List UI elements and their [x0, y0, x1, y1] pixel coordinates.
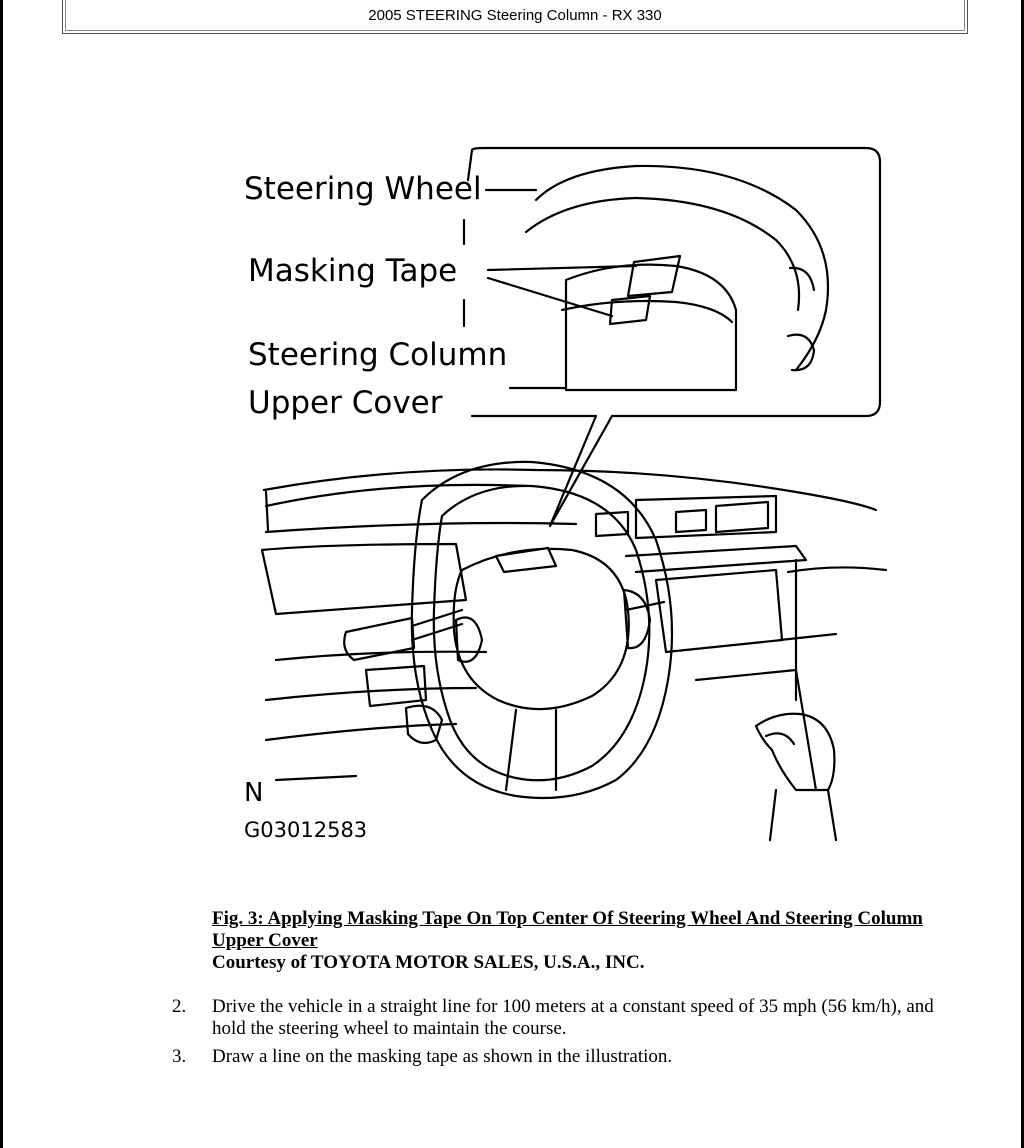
list-item: 2. Drive the vehicle in a straight line …: [172, 996, 962, 1040]
steering-wheel-hub: [452, 547, 630, 711]
caption-title: Fig. 3: Applying Masking Tape On Top Cen…: [212, 908, 923, 951]
procedure-steps: 2. Drive the vehicle in a straight line …: [172, 996, 962, 1074]
zoom-tape-wheel: [626, 254, 682, 298]
step-number: 2.: [172, 996, 187, 1017]
label-steering-wheel: Steering Wheel: [244, 171, 482, 207]
steering-illustration: Steering Wheel Masking Tape Steering Col…: [236, 140, 896, 860]
zoom-column-cover: [564, 263, 738, 392]
list-item: 3. Draw a line on the masking tape as sh…: [172, 1046, 962, 1068]
hand-icon: [754, 712, 836, 792]
zoom-wheel-rim: [534, 164, 830, 372]
figure-code: G03012583: [244, 818, 368, 842]
step-number: 3.: [172, 1046, 187, 1067]
label-steering-column: Steering Column: [248, 337, 508, 373]
page-header: 2005 STEERING Steering Column - RX 330: [62, 0, 968, 34]
label-masking-tape: Masking Tape: [248, 253, 458, 289]
leader-masking-tape-2: [486, 276, 614, 318]
leader-masking-tape-1: [486, 264, 638, 272]
page-header-title: 2005 STEERING Steering Column - RX 330: [65, 0, 965, 31]
caption-courtesy: Courtesy of TOYOTA MOTOR SALES, U.S.A., …: [212, 952, 645, 973]
dashboard-top: [262, 468, 878, 512]
orientation-mark: N: [244, 778, 264, 808]
callout-box: [470, 146, 882, 528]
step-text: Draw a line on the masking tape as shown…: [212, 1046, 673, 1067]
label-upper-cover: Upper Cover: [248, 385, 443, 421]
steering-line-drawing: [260, 146, 888, 842]
page-border-left: [0, 0, 3, 1148]
page-border-right: [1021, 0, 1024, 1148]
steering-wheel-rim: [410, 460, 674, 800]
figure-caption: Fig. 3: Applying Masking Tape On Top Cen…: [212, 908, 932, 974]
step-text: Drive the vehicle in a straight line for…: [212, 996, 934, 1039]
